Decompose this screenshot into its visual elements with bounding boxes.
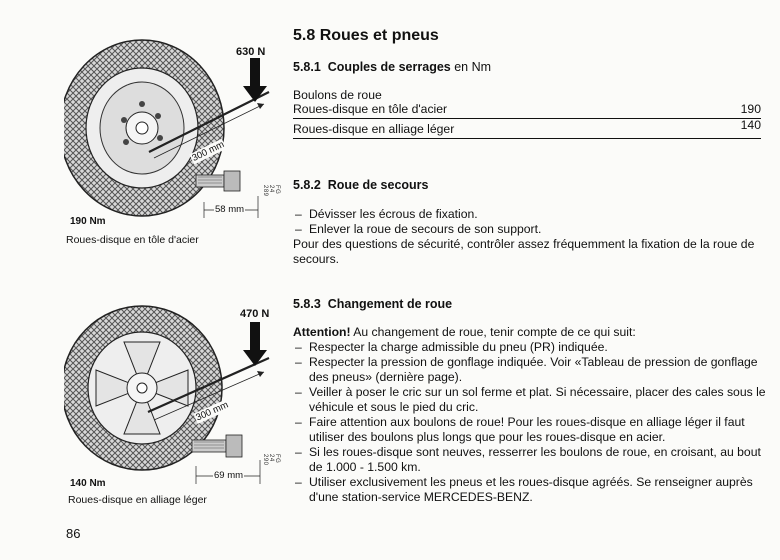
subsection-583-heading: 5.8.3 Changement de roue	[293, 297, 452, 311]
torque-row-label: Roues-disque en alliage léger	[293, 122, 455, 136]
torque-row-value: 140	[740, 118, 761, 132]
spare-wheel-paragraph: Pour des questions de sécurité, contrôle…	[293, 237, 755, 266]
list-item: Dévisser les écrous de fixation.	[293, 207, 773, 222]
torque-row-label: Roues-disque en tôle d'acier	[293, 102, 448, 116]
subsection-title: Couples de serrages	[327, 60, 451, 74]
figure-alloy-wheel: 470 N 300 mm 69 mm FG 24 290	[64, 294, 284, 494]
torque-intro: Boulons de roue	[293, 88, 382, 102]
subsection-title: Changement de roue	[327, 297, 453, 311]
subsection-number: 5.8.1	[293, 60, 321, 74]
figure-code: FG 24 290	[262, 454, 280, 466]
wheel-change-text: Attention! Au changement de roue, tenir …	[293, 325, 773, 505]
list-item: Faire attention aux boulons de roue! Pou…	[293, 415, 773, 445]
caption-alloy: Roues-disque en alliage léger	[68, 494, 207, 506]
force-label: 470 N	[239, 308, 271, 320]
list-item: Enlever la roue de secours de son suppor…	[293, 222, 773, 237]
torque-row-steel: Roues-disque en tôle d'acier 190	[293, 102, 761, 119]
figure-code: FG 24 289	[262, 185, 280, 197]
torque-label-steel: 190 Nm	[70, 216, 106, 227]
section-title: 5.8 Roues et pneus	[293, 27, 439, 44]
spare-wheel-text: Dévisser les écrous de fixation. Enlever…	[293, 207, 773, 267]
subsection-581-heading: 5.8.1 Couples de serrages en Nm	[293, 60, 491, 74]
caption-steel: Roues-disque en tôle d'acier	[66, 234, 199, 246]
wheel-illustration-steel	[64, 39, 270, 218]
bolt-length-label: 69 mm	[213, 470, 245, 481]
wheel-change-steps: Respecter la charge admissible du pneu (…	[293, 340, 773, 505]
figure-steel-wheel: 630 N 300 mm 58 mm FG 24 289	[64, 30, 284, 230]
subsection-582-heading: 5.8.2 Roue de secours	[293, 178, 429, 192]
attention-text: Au changement de roue, tenir compte de c…	[350, 325, 636, 339]
attention-line: Attention! Au changement de roue, tenir …	[293, 325, 773, 340]
list-item: Utiliser exclusivement les pneus et les …	[293, 475, 773, 505]
list-item: Respecter la charge admissible du pneu (…	[293, 340, 773, 355]
wheel-illustration-alloy	[64, 305, 270, 484]
subsection-title: Roue de secours	[327, 178, 429, 192]
subsection-unit: en Nm	[450, 60, 492, 74]
subsection-number: 5.8.2	[293, 178, 321, 192]
torque-label-alloy: 140 Nm	[70, 478, 106, 489]
page-number: 86	[66, 526, 81, 541]
torque-row-alloy: Roues-disque en alliage léger 140	[293, 118, 761, 139]
list-item: Respecter la pression de gonflage indiqu…	[293, 355, 773, 385]
subsection-number: 5.8.3	[293, 297, 321, 311]
force-label: 630 N	[235, 46, 267, 58]
torque-row-value: 190	[740, 102, 761, 116]
list-item: Veiller à poser le cric sur un sol ferme…	[293, 385, 773, 415]
bolt-length-label: 58 mm	[214, 204, 246, 215]
attention-label: Attention!	[293, 325, 351, 339]
list-item: Si les roues-disque sont neuves, resserr…	[293, 445, 773, 475]
spare-wheel-steps: Dévisser les écrous de fixation. Enlever…	[293, 207, 773, 237]
